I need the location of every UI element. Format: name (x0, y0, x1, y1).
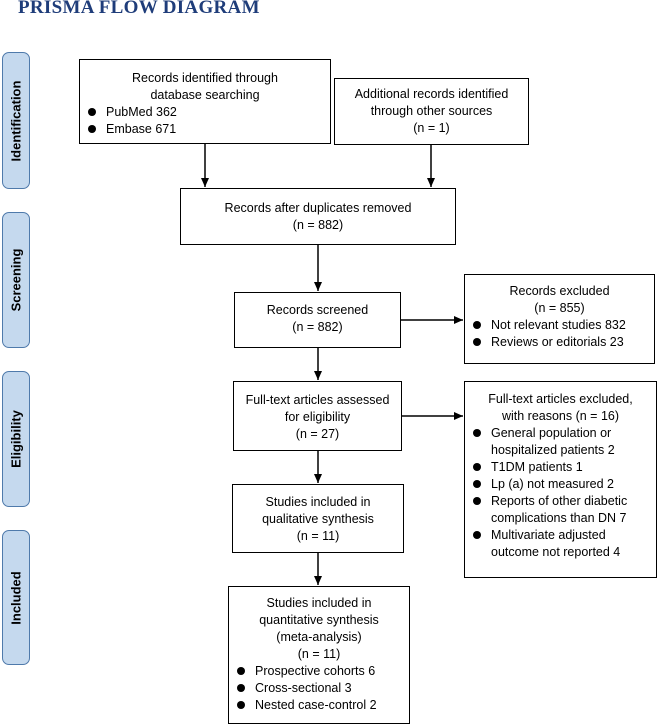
fulltext-excluded-line2: with reasons (n = 16) (501, 409, 620, 423)
list-item: Cross-sectional 3 (229, 680, 409, 697)
quantitative-synthesis-line3: (meta-analysis) (276, 630, 362, 644)
phase-screening: Screening (2, 212, 30, 348)
duplicates-removed-line1: Records after duplicates removed (224, 201, 412, 215)
list-item: Lp (a) not measured 2 (465, 476, 656, 493)
phase-included: Included (2, 530, 30, 665)
quantitative-synthesis-count: (n = 11) (297, 647, 341, 661)
qualitative-synthesis-count: (n = 11) (296, 529, 340, 543)
additional-records-line1: Additional records identified (354, 87, 509, 101)
records-excluded-line1: Records excluded (509, 284, 610, 298)
quantitative-synthesis-line2: quantitative synthesis (259, 613, 379, 627)
records-identified-line2: database searching (150, 88, 260, 102)
fulltext-excluded-box: Full-text articles excluded, with reason… (464, 381, 657, 578)
fulltext-assessed-line2: for eligibility (284, 410, 351, 424)
qualitative-synthesis-line2: qualitative synthesis (262, 512, 374, 526)
additional-records-box: Additional records identified through ot… (334, 78, 529, 145)
records-excluded-box: Records excluded (n = 855) Not relevant … (464, 274, 655, 364)
additional-records-line2: through other sources (370, 104, 493, 118)
records-identified-line1: Records identified through (132, 71, 278, 85)
fulltext-excluded-line1: Full-text articles excluded, (488, 392, 633, 406)
diagram-title: PRISMA FLOW DIAGRAM (18, 0, 260, 17)
qualitative-synthesis-line1: Studies included in (265, 495, 371, 509)
fulltext-assessed-line1: Full-text articles assessed (245, 393, 390, 407)
list-item: Prospective cohorts 6 (229, 663, 409, 680)
records-identified-box: Records identified through database sear… (79, 59, 331, 144)
qualitative-synthesis-box: Studies included in qualitative synthesi… (232, 484, 404, 553)
additional-records-count: (n = 1) (413, 121, 450, 135)
records-screened-line1: Records screened (266, 303, 369, 317)
list-item: Reviews or editorials 23 (465, 334, 654, 351)
fulltext-assessed-box: Full-text articles assessed for eligibil… (233, 381, 402, 451)
list-item: General population or hospitalized patie… (465, 425, 656, 459)
phase-eligibility: Eligibility (2, 371, 30, 507)
list-item: T1DM patients 1 (465, 459, 656, 476)
duplicates-removed-box: Records after duplicates removed (n = 88… (180, 188, 456, 245)
list-item: Not relevant studies 832 (465, 317, 654, 334)
phase-identification: Identification (2, 52, 30, 189)
fulltext-assessed-count: (n = 27) (295, 427, 340, 441)
list-item: Embase 671 (80, 121, 330, 138)
records-screened-box: Records screened (n = 882) (234, 292, 401, 348)
list-item: PubMed 362 (80, 104, 330, 121)
list-item: Nested case-control 2 (229, 697, 409, 714)
records-excluded-count: (n = 855) (534, 301, 585, 315)
records-screened-count: (n = 882) (292, 320, 343, 334)
list-item: Reports of other diabetic complications … (465, 493, 656, 527)
list-item: Multivariate adjusted outcome not report… (465, 527, 656, 561)
quantitative-synthesis-line1: Studies included in (266, 596, 372, 610)
duplicates-removed-count: (n = 882) (292, 218, 344, 232)
quantitative-synthesis-box: Studies included in quantitative synthes… (228, 586, 410, 724)
